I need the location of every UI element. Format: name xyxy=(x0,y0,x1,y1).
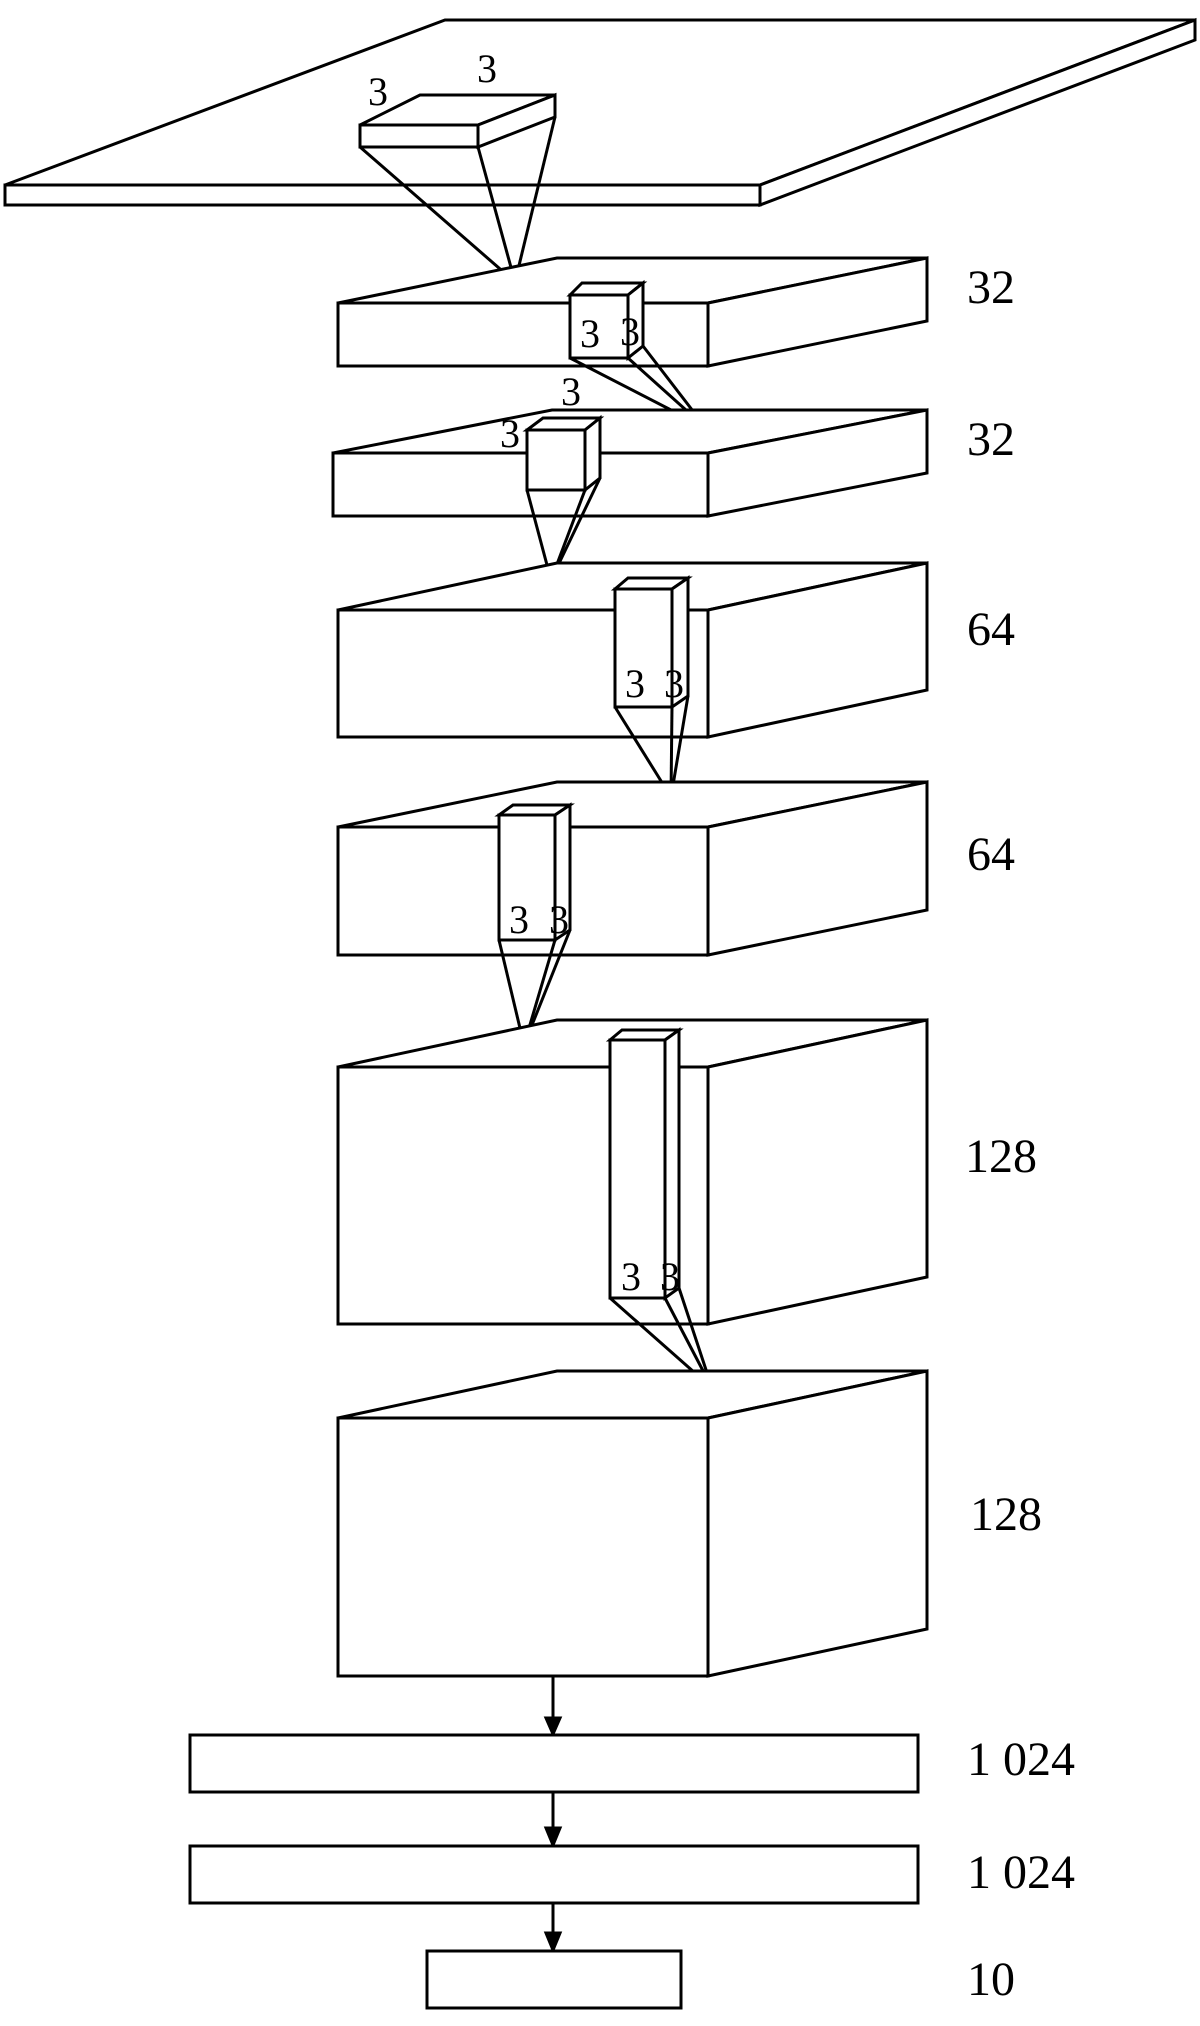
conv-layer-4-channels-label: 64 xyxy=(967,828,1015,881)
conv-layer-5-kernel-label-b: 3 xyxy=(660,1254,680,1299)
conv-layer-5-channels-label: 128 xyxy=(965,1130,1037,1183)
output-layer-units-label: 10 xyxy=(967,1953,1015,2006)
conv-layer-2-kernel-label-b: 3 xyxy=(500,411,520,456)
input-plane xyxy=(3,17,1197,208)
dense-layer-1-units-label: 1 024 xyxy=(967,1733,1075,1786)
dense-layer-2-units-label: 1 024 xyxy=(967,1846,1075,1899)
input-kernel-width-label: 3 xyxy=(477,46,497,91)
conv-layer-6-block xyxy=(336,1369,929,1678)
conv-layer-1-kernel-label-a: 3 xyxy=(580,311,600,356)
conv-layer-2-channels-label: 32 xyxy=(967,413,1015,466)
output-layer xyxy=(425,1949,683,2010)
input-kernel-height-label: 3 xyxy=(368,69,388,114)
conv-layer-5-kernel-label-a: 3 xyxy=(621,1254,641,1299)
conv-layer-1-kernel-label-b: 3 xyxy=(620,309,640,354)
conv-layer-4-kernel-label-a: 3 xyxy=(509,897,529,942)
conv-layer-3-kernel xyxy=(610,575,693,798)
conv-layer-3-kernel-label-b: 3 xyxy=(664,661,684,706)
conv-layer-2-kernel-label-a: 3 xyxy=(561,369,581,414)
input-kernel xyxy=(358,92,557,284)
conv-layer-6-channels-label: 128 xyxy=(970,1488,1042,1541)
conv-layer-1-block xyxy=(336,256,929,368)
conv-layer-1-kernel xyxy=(566,279,708,430)
conv-layer-4-block xyxy=(336,780,929,957)
flow-arrows xyxy=(543,1676,563,1954)
conv-layer-3-kernel-label-a: 3 xyxy=(625,661,645,706)
conv-layer-3-channels-label: 64 xyxy=(967,603,1015,656)
conv-layer-4-kernel-label-b: 3 xyxy=(549,897,569,942)
dense-layer-2 xyxy=(188,1844,920,1905)
conv-layer-2-block xyxy=(331,408,929,518)
conv-layer-1-channels-label: 32 xyxy=(967,261,1015,314)
conv-layer-5-kernel xyxy=(605,1027,714,1390)
dense-layer-1 xyxy=(188,1733,920,1794)
